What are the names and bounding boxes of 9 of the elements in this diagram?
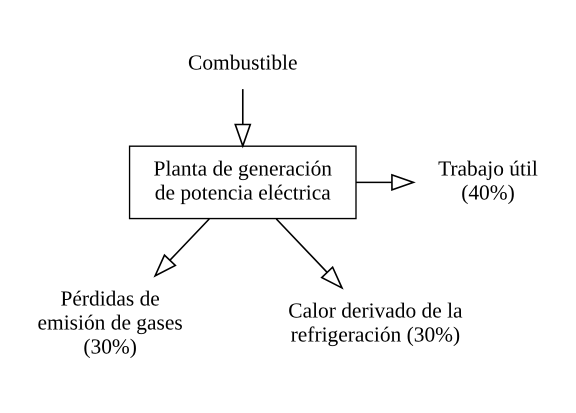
arrow (153, 218, 210, 278)
arrow (356, 174, 416, 192)
node-box: Planta de generación de potencia eléctrica (128, 146, 357, 220)
arrow (234, 89, 252, 148)
node-text: Pérdidas de emisión de gases (30%) (38, 286, 183, 359)
node-text: Trabajo útil (40%) (438, 156, 538, 205)
node-text: Calor derivado de la refrigeración (30%) (288, 298, 463, 347)
node-text: Combustible (188, 50, 298, 75)
arrow (276, 218, 344, 290)
